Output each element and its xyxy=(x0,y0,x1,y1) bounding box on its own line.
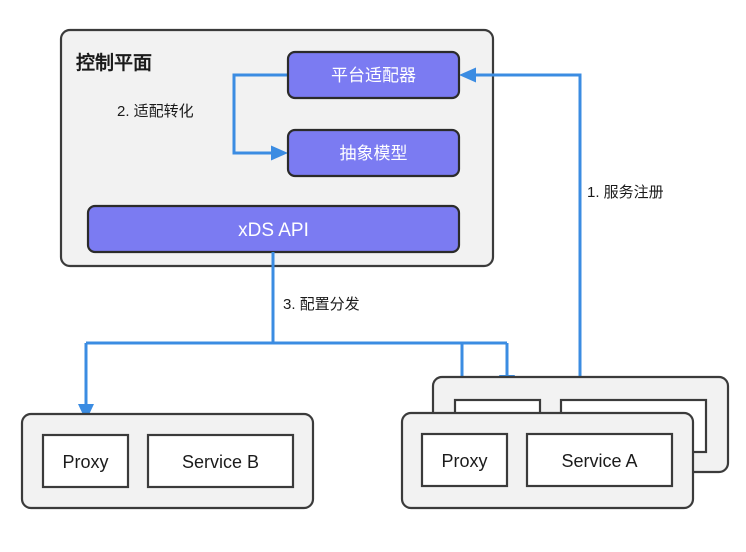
flow-3-label: 3. 配置分发 xyxy=(283,296,360,313)
service-b-box xyxy=(146,433,295,489)
platform-adapter-box xyxy=(286,50,461,100)
service-a-label: Service A xyxy=(561,451,637,471)
flow-2-label: 2. 适配转化 xyxy=(117,103,194,120)
node-xds-api[interactable]: xDS API xyxy=(86,204,461,254)
proxy-b-box xyxy=(41,433,130,489)
flow-2-adaptation-connector xyxy=(232,73,288,161)
xds-api-label: xDS API xyxy=(238,220,309,241)
control-plane-title: 控制平面 xyxy=(76,51,152,74)
flow-2-path xyxy=(232,73,288,155)
flow-1-arrowhead-icon xyxy=(459,67,476,83)
platform-adapter-label: 平台适配器 xyxy=(331,66,416,85)
proxy-a-label: Proxy xyxy=(441,451,487,471)
abstract-model-box xyxy=(286,128,461,178)
proxy-b-label: Proxy xyxy=(62,452,108,472)
flow-1-label: 1. 服务注册 xyxy=(587,184,664,201)
node-abstract-model[interactable]: 抽象模型 xyxy=(286,128,461,178)
service-b-label: Service B xyxy=(182,452,259,472)
flow-1-path xyxy=(472,73,582,377)
flow-1-service-registration-connector xyxy=(459,67,582,377)
node-platform-adapter[interactable]: 平台适配器 xyxy=(286,50,461,100)
service-a-box xyxy=(525,432,674,488)
flow-3-arrowhead-left-icon xyxy=(78,404,94,421)
proxy-a-box xyxy=(420,432,509,488)
pod-service-b[interactable]: Proxy Service B xyxy=(20,412,315,510)
pod-service-a[interactable]: Proxy Service A xyxy=(400,411,695,510)
abstract-model-label: 抽象模型 xyxy=(340,144,408,163)
flow-2-arrowhead-icon xyxy=(271,145,288,161)
